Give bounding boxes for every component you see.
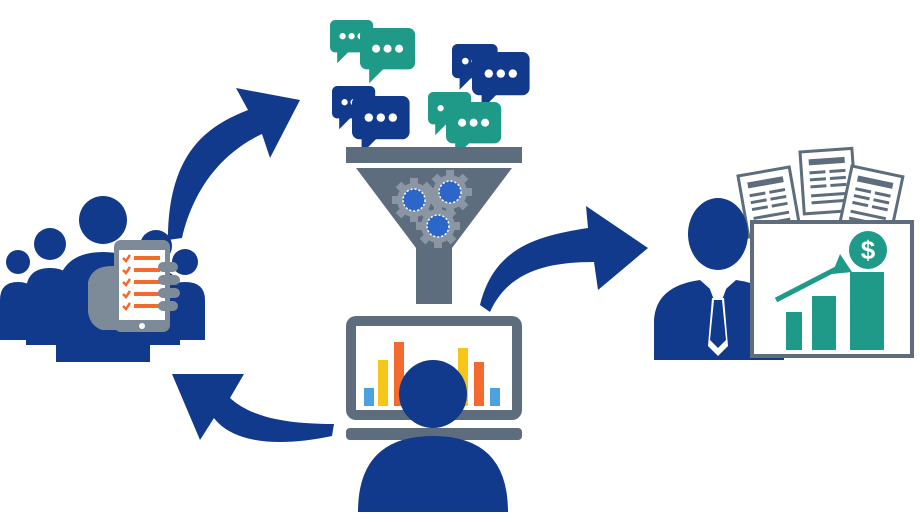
survey-phone-icon [114,240,170,332]
crowd-with-survey-phone [0,196,205,362]
funnel-icon [346,147,522,304]
screen-bar-chart [364,342,500,406]
tie-icon [710,300,726,348]
gear-icon [415,203,461,249]
speech-bubble-icon [360,28,416,84]
arrow-crowd-to-funnel [168,88,300,240]
speech-bubbles [330,20,530,158]
arrow-analyst-to-business [480,206,648,312]
businessman-chart-icon: $ [750,220,914,358]
speech-bubble-icon [472,52,530,110]
dollar-symbol: $ [861,235,876,265]
business-outcome: $ [654,146,914,360]
speech-bubble-icon [352,96,410,154]
arrow-analyst-to-crowd [172,374,334,442]
analyst-at-monitor [346,316,522,512]
dollar-coin-icon: $ [849,231,887,269]
analyst-icon [358,360,508,512]
